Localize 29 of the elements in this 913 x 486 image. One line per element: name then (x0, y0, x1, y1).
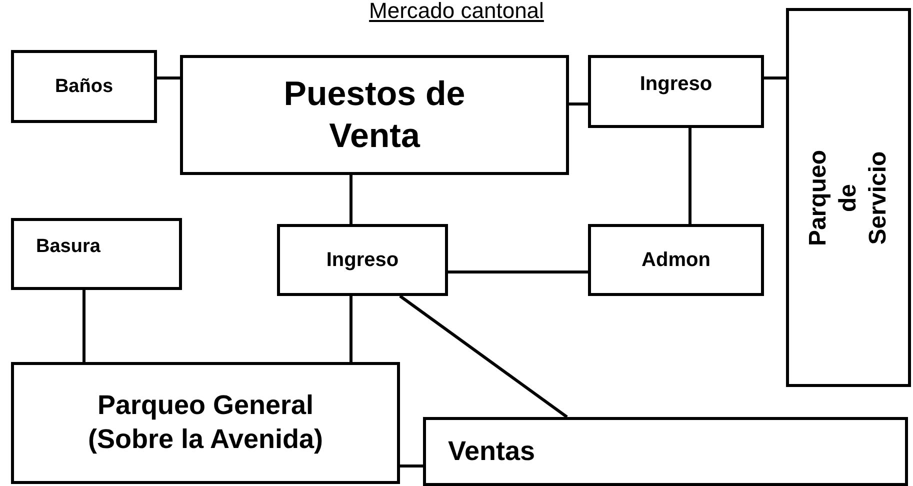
connector-line (157, 76, 180, 80)
area-box (277, 224, 448, 296)
area-label: Ventas (448, 434, 536, 468)
area-box (11, 362, 400, 484)
connector-line (764, 76, 786, 80)
area-box (588, 224, 764, 296)
connector-line (400, 464, 423, 468)
area-box (588, 55, 764, 128)
connector-line (569, 102, 588, 106)
area-label: Ingreso (640, 72, 712, 97)
diagram-title: Mercado cantonal (369, 0, 544, 22)
area-box (11, 218, 182, 290)
connector-line (350, 175, 352, 224)
connector-line (688, 128, 692, 224)
area-label: Basura (36, 235, 100, 259)
area-label: Parqueo de Servicio (804, 148, 892, 248)
area-box (11, 50, 157, 123)
connector-line (350, 296, 352, 362)
area-label: Ingreso (326, 248, 399, 272)
area-label: Admon (642, 248, 710, 272)
area-label: Baños (54, 74, 114, 98)
connector-line (448, 270, 588, 274)
connector-line (399, 294, 568, 418)
area-box (423, 417, 908, 486)
area-box (180, 55, 569, 175)
parking-area-box (786, 8, 911, 387)
area-label: Parqueo General (Sobre la Avenida) (86, 389, 324, 456)
area-label: Puestos de Venta (282, 74, 466, 157)
connector-line (82, 290, 86, 362)
